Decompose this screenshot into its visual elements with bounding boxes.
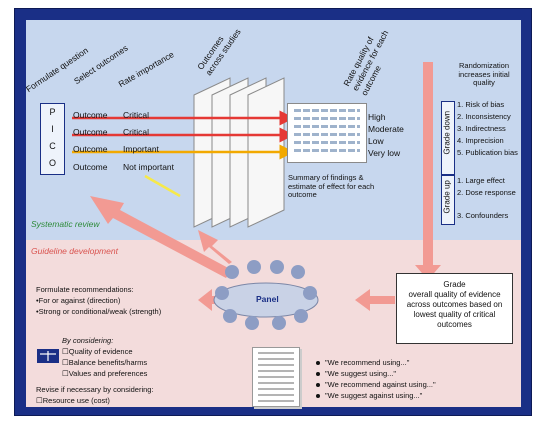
formulate-item-2: •Strong or conditional/weak (strength) bbox=[36, 307, 162, 316]
guideline-development-label: Guideline development bbox=[31, 246, 118, 256]
grade-overall-text: overall quality of evidence across outco… bbox=[406, 290, 503, 329]
quote-1: "We recommend using..." bbox=[316, 358, 409, 368]
quote-3: "We recommend against using..." bbox=[316, 380, 436, 390]
formulate-item-1: •For or against (direction) bbox=[36, 296, 121, 305]
quality-high: High bbox=[368, 112, 386, 122]
grade-down-5: 5. Publication bias bbox=[457, 148, 518, 157]
pico-p: P bbox=[49, 107, 56, 117]
grade-overall-box: Grade overall quality of evidence across… bbox=[396, 273, 513, 344]
findings-table-image bbox=[287, 103, 367, 163]
summary-of-findings: Summary of findings & estimate of effect… bbox=[288, 173, 375, 200]
quote-2: "We suggest using..." bbox=[316, 369, 396, 379]
considering-item-3: ☐Values and preferences bbox=[62, 369, 148, 378]
outcome-4: Outcome bbox=[73, 162, 108, 172]
outcome-1: Outcome bbox=[73, 110, 108, 120]
grade-up-label: Grade up bbox=[442, 180, 452, 214]
outcome-2: Outcome bbox=[73, 127, 108, 137]
pico-i: I bbox=[51, 124, 54, 134]
quality-very-low: Very low bbox=[368, 148, 401, 158]
grade-down-box bbox=[441, 101, 455, 175]
randomization-note: Randomization increases initial quality bbox=[458, 61, 510, 88]
study-sheets bbox=[193, 77, 285, 228]
quote-4: "We suggest against using..." bbox=[316, 391, 422, 401]
importance-4: Not important bbox=[123, 162, 175, 172]
pico-o: O bbox=[48, 158, 56, 168]
pico-c: C bbox=[49, 141, 56, 151]
outcome-3: Outcome bbox=[73, 144, 108, 154]
considering-item-2: ☐Balance benefits/harms bbox=[62, 358, 148, 367]
grade-overall-title: Grade bbox=[443, 280, 466, 289]
grade-down-label: Grade down bbox=[442, 110, 452, 155]
grade-up-3: 3. Confounders bbox=[457, 211, 509, 220]
scales-icon bbox=[37, 349, 59, 363]
importance-1: Critical bbox=[123, 110, 149, 120]
guideline-document-image bbox=[252, 347, 300, 407]
grade-up-box bbox=[441, 175, 455, 225]
revise-item: ☐Resource use (cost) bbox=[36, 396, 110, 405]
panel-people bbox=[213, 260, 319, 330]
importance-2: Critical bbox=[123, 127, 149, 137]
considering-title: By considering: bbox=[62, 336, 114, 345]
formulate-title: Formulate recommendations: bbox=[36, 285, 134, 294]
importance-3: Important bbox=[123, 144, 159, 154]
pico-box: P I C O bbox=[40, 103, 65, 175]
grade-up-1: 1. Large effect bbox=[457, 176, 505, 185]
quality-low: Low bbox=[368, 136, 384, 146]
quality-moderate: Moderate bbox=[368, 124, 404, 134]
considering-item-1: ☐Quality of evidence bbox=[62, 347, 133, 356]
grade-down-1: 1. Risk of bias bbox=[457, 100, 505, 109]
grade-down-4: 4. Imprecision bbox=[457, 136, 504, 145]
panel-label: Panel bbox=[256, 294, 279, 304]
systematic-review-label: Systematic review bbox=[31, 219, 100, 229]
grade-down-3: 3. Indirectness bbox=[457, 124, 506, 133]
grade-up-2: 2. Dose response bbox=[457, 188, 516, 197]
grade-down-2: 2. Inconsistency bbox=[457, 112, 511, 121]
revise-title: Revise if necessary by considering: bbox=[36, 385, 154, 394]
